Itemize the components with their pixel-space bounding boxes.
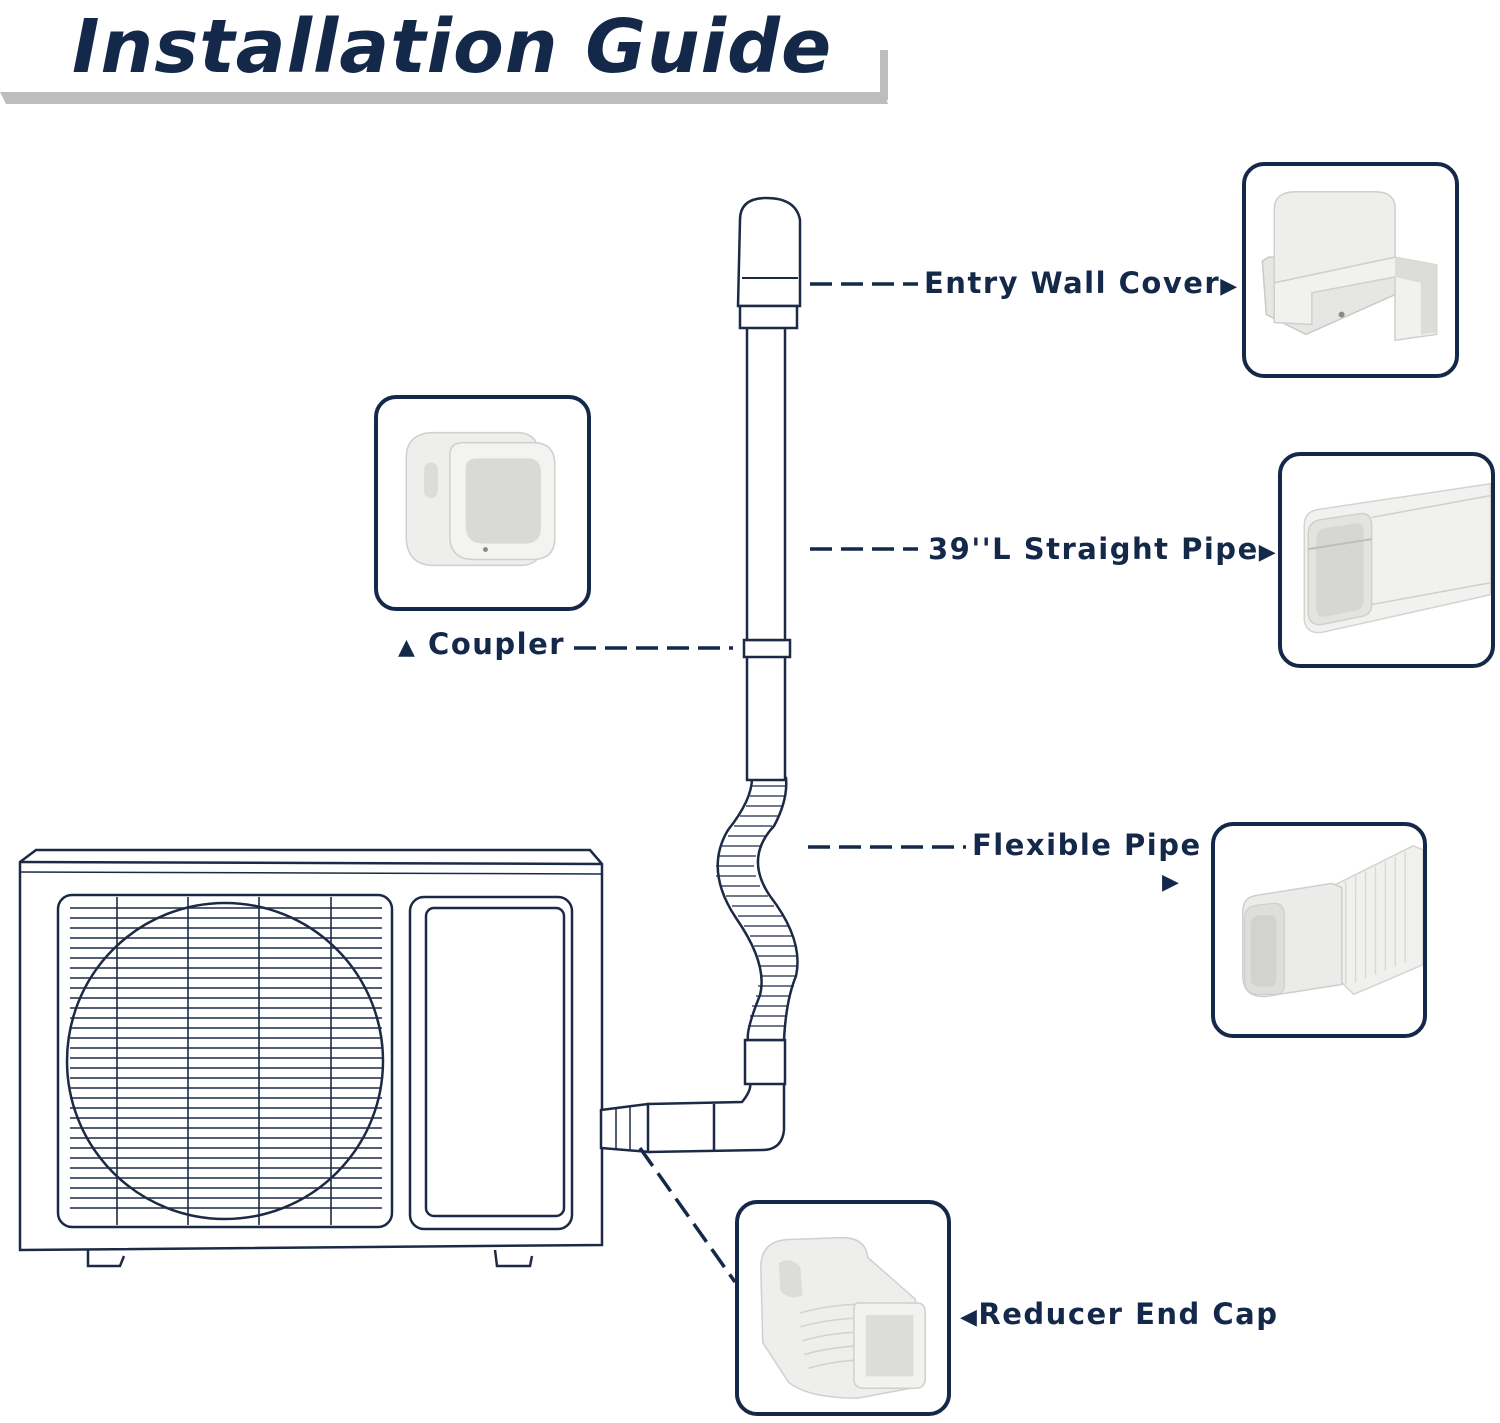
flexible-pipe-label: Flexible Pipe [972,828,1202,862]
reducer-end-cap-photo [735,1200,951,1416]
label-reducer-end-cap: ◀Reducer End Cap [960,1297,1279,1335]
label-coupler: ▲ Coupler [398,627,565,665]
page-title: Installation Guide [72,4,833,90]
straight-pipe-photo [1278,452,1495,668]
line-set-cover [599,196,802,1154]
entry-wall-cover-photo [1242,162,1459,378]
pointer-left-icon: ◀ [960,1305,979,1330]
pointer-up-icon: ▲ [398,635,417,660]
fan-grille-slats [70,897,382,1225]
label-straight-pipe: 39''L Straight Pipe▶ [928,532,1277,570]
title-banner [0,0,888,104]
leader-reducer-end-cap [638,1146,737,1284]
leader-lines [574,282,966,1284]
pointer-right-icon: ▶ [1220,274,1239,299]
label-flexible-pipe: Flexible Pipe [972,828,1202,862]
pointer-right-icon: ▶ [1162,870,1181,895]
coupler-photo [374,395,591,611]
straight-pipe-label: 39''L Straight Pipe [928,532,1259,566]
flexible-pipe-photo [1211,822,1427,1038]
coupler-label: Coupler [428,627,566,661]
entry-wall-cover-label: Entry Wall Cover [924,266,1221,300]
pointer-right-icon: ▶ [1258,540,1278,565]
flexible-pipe-ribs [716,785,798,1027]
outdoor-ac-unit [18,848,604,1268]
label-entry-wall-cover: Entry Wall Cover▶ [924,266,1239,304]
reducer-end-cap-label: Reducer End Cap [978,1297,1279,1331]
